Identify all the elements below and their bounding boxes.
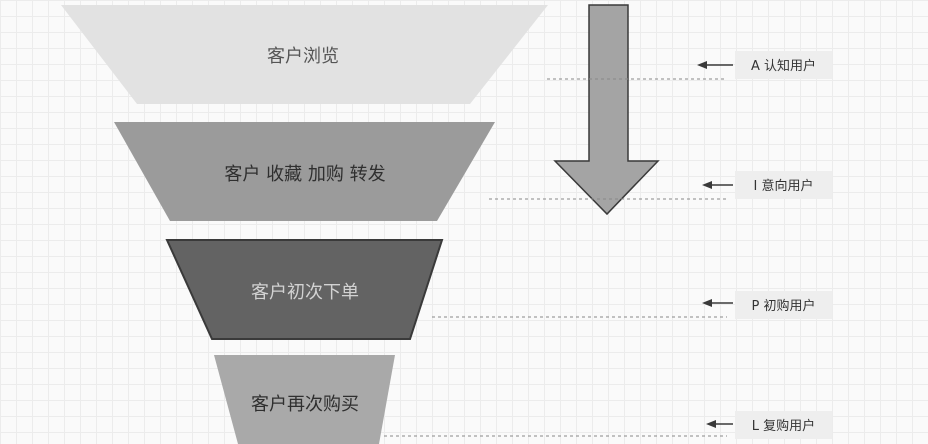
left-arrow-icon (702, 299, 733, 307)
funnel-stage-2-shape (114, 122, 495, 221)
tag-a-label: A 认知用户 (751, 58, 816, 74)
tag-i-label: I 意向用户 (754, 178, 814, 194)
funnel-stage-2: 客户 收藏 加购 转发 (114, 122, 495, 221)
tag-p-label: P 初购用户 (752, 298, 816, 314)
funnel-stage-1-label: 客户浏览 (267, 46, 339, 67)
funnel-stage-2-label: 客户 收藏 加购 转发 (224, 164, 385, 185)
tag-i: I 意向用户 (702, 171, 832, 199)
funnel-stage-3-shape (165, 239, 444, 340)
tag-i-box (735, 171, 832, 199)
funnel-stage-1: 客户浏览 (61, 5, 548, 104)
tag-a: A 认知用户 (697, 51, 832, 79)
left-arrow-icon (706, 420, 733, 428)
funnel-stage-1-shape (61, 5, 548, 104)
left-arrow-icon (697, 61, 733, 69)
tag-l-box (735, 411, 832, 439)
funnel-stage-4-label: 客户再次购买 (251, 394, 359, 415)
tag-p-box (735, 291, 832, 319)
down-arrow-icon (553, 4, 660, 216)
funnel-stage-4-shape (214, 355, 395, 444)
funnel-stage-4: 客户再次购买 (214, 355, 395, 444)
tag-p: P 初购用户 (702, 291, 832, 319)
left-arrow-icon (702, 181, 733, 189)
tag-a-box (735, 51, 832, 79)
tag-l-label: L 复购用户 (752, 418, 815, 434)
funnel-stage-3: 客户初次下单 (165, 239, 444, 340)
tag-l: L 复购用户 (706, 411, 832, 439)
funnel-stage-3-label: 客户初次下单 (251, 282, 359, 303)
